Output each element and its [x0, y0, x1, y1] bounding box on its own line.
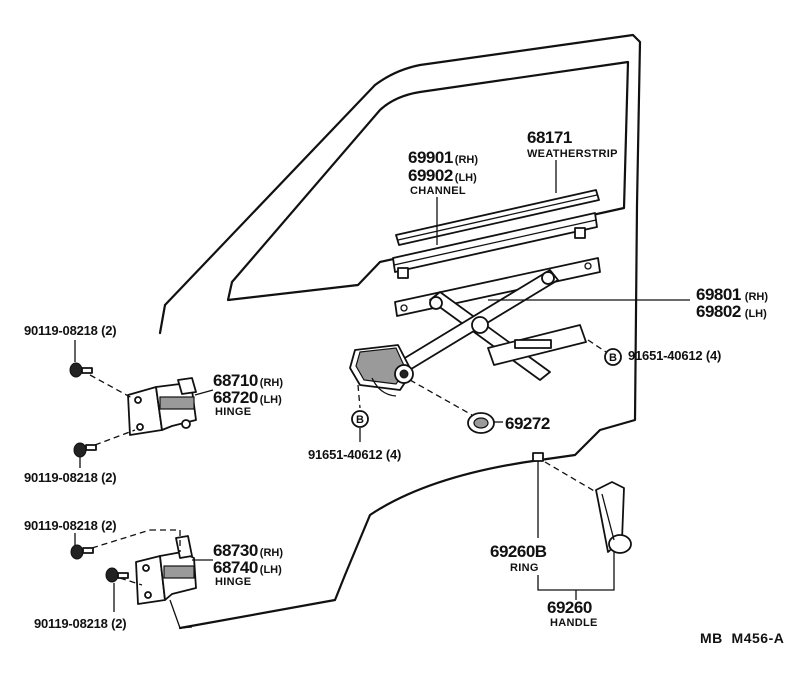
lower-hinge-number-rh-label: 68730(RH) — [213, 541, 283, 560]
channel-suffix-rh: (RH) — [455, 154, 479, 166]
ring-part — [532, 452, 544, 462]
upper-hinge-suffix-rh: (RH) — [260, 377, 284, 389]
regulator-number-lh: 69802 — [696, 302, 741, 321]
weatherstrip-number: 68171 — [527, 128, 572, 147]
upper-hinge-part — [127, 377, 197, 436]
lower-hinge-suffix-lh: (LH) — [260, 564, 282, 576]
handle-number: 69260 — [547, 598, 592, 617]
leader-screw-right — [587, 339, 607, 353]
bolt-upper-top — [69, 362, 93, 378]
regulator-number-lh-label: 69802 (LH) — [696, 302, 767, 321]
lower-hinge-number-rh: 68730 — [213, 541, 258, 560]
handle-part — [595, 481, 632, 554]
bolt-lower-top-label: 90119-08218 (2) — [24, 518, 116, 533]
screw-right-label: 91651-40612 (4) — [628, 348, 721, 363]
screw-callout-right: B — [604, 348, 622, 366]
leader-upper-bolt-bottom — [94, 429, 136, 446]
screw-callout-left: B — [351, 410, 369, 428]
lower-hinge-number-lh: 68740 — [213, 558, 258, 577]
bolt-upper-bottom-label: 90119-08218 (2) — [24, 470, 116, 485]
handle-name: HANDLE — [550, 617, 598, 629]
channel-part — [392, 212, 598, 279]
seal-number: 69272 — [505, 414, 550, 433]
weatherstrip-part — [395, 189, 600, 246]
lower-hinge-name: HINGE — [215, 576, 251, 588]
leader-handle-axis — [544, 461, 597, 493]
callout-letter-left: B — [356, 414, 364, 426]
channel-number-rh: 69901 — [408, 148, 453, 167]
channel-name: CHANNEL — [410, 185, 466, 197]
leader-lower-bolt-top — [91, 529, 151, 549]
screw-left-label: 91651-40612 (4) — [308, 447, 401, 462]
upper-hinge-suffix-lh: (LH) — [260, 394, 282, 406]
seal-part — [467, 412, 495, 434]
channel-number-lh: 69902 — [408, 166, 453, 185]
bolt-lower-bottom — [105, 567, 129, 583]
channel-number-lh-label: 69902(LH) — [408, 166, 477, 185]
window-regulator-part — [349, 257, 601, 397]
lower-hinge-number-lh-label: 68740(LH) — [213, 558, 282, 577]
diagram-code: MB M456-A — [700, 630, 784, 646]
leader-handle-bracket — [537, 552, 615, 591]
leader-seal — [409, 379, 473, 416]
leader-screw-left — [357, 384, 361, 409]
upper-hinge-number-lh-label: 68720(LH) — [213, 388, 282, 407]
weatherstrip-name: WEATHERSTRIP — [527, 148, 618, 160]
leader-lower-bolt-bottom — [119, 577, 143, 586]
ring-name: RING — [510, 562, 539, 574]
bolt-lower-bottom-label: 90119-08218 (2) — [34, 616, 126, 631]
regulator-suffix-rh: (RH) — [745, 291, 769, 303]
regulator-suffix-lh: (LH) — [745, 308, 767, 320]
bolt-upper-bottom — [73, 442, 97, 458]
callout-letter-right: B — [609, 352, 617, 364]
regulator-number-rh-label: 69801 (RH) — [696, 285, 768, 304]
upper-hinge-number-lh: 68720 — [213, 388, 258, 407]
leader-upper-hinge — [194, 389, 214, 396]
bolt-lower-top — [70, 544, 94, 560]
leader-lower-bolt-bottom-label — [169, 599, 193, 629]
bolt-upper-top-label: 90119-08218 (2) — [24, 323, 116, 338]
channel-number-rh-label: 69901(RH) — [408, 148, 478, 167]
upper-hinge-name: HINGE — [215, 406, 251, 418]
regulator-number-rh: 69801 — [696, 285, 741, 304]
ring-number: 69260B — [490, 542, 547, 561]
channel-suffix-lh: (LH) — [455, 172, 477, 184]
upper-hinge-number-rh: 68710 — [213, 371, 258, 390]
leader-upper-bolt-top — [89, 374, 133, 399]
lower-hinge-part — [135, 535, 197, 605]
upper-hinge-number-rh-label: 68710(RH) — [213, 371, 283, 390]
lower-hinge-suffix-rh: (RH) — [260, 547, 284, 559]
